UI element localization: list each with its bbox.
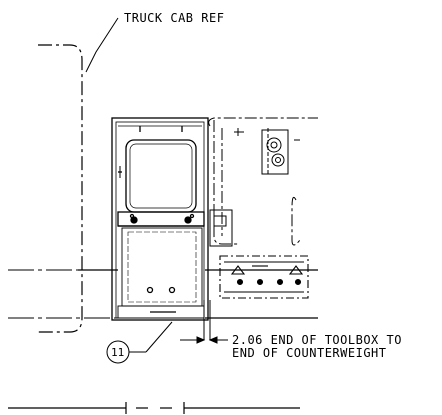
- truck-cab-outline: [38, 44, 83, 333]
- counterweight-details: [209, 128, 300, 247]
- mounting-plate: [219, 255, 309, 299]
- section-line-bottom: [8, 402, 300, 414]
- dimension-label-line2: END OF COUNTERWEIGHT: [232, 346, 387, 360]
- callout-11: [106, 321, 173, 364]
- dimension-lines: [180, 300, 228, 344]
- callout-number-11: 11: [111, 346, 124, 359]
- dimension-label-line1: 2.06 END OF TOOLBOX TO: [232, 333, 402, 347]
- centerlines: [8, 269, 118, 319]
- frame-rails: [78, 269, 318, 319]
- truck-cab-ref-label: TRUCK CAB REF: [124, 11, 224, 25]
- cab-ref-leader: [85, 17, 119, 73]
- toolbox: [111, 117, 209, 321]
- counterweight-outline: [208, 117, 318, 246]
